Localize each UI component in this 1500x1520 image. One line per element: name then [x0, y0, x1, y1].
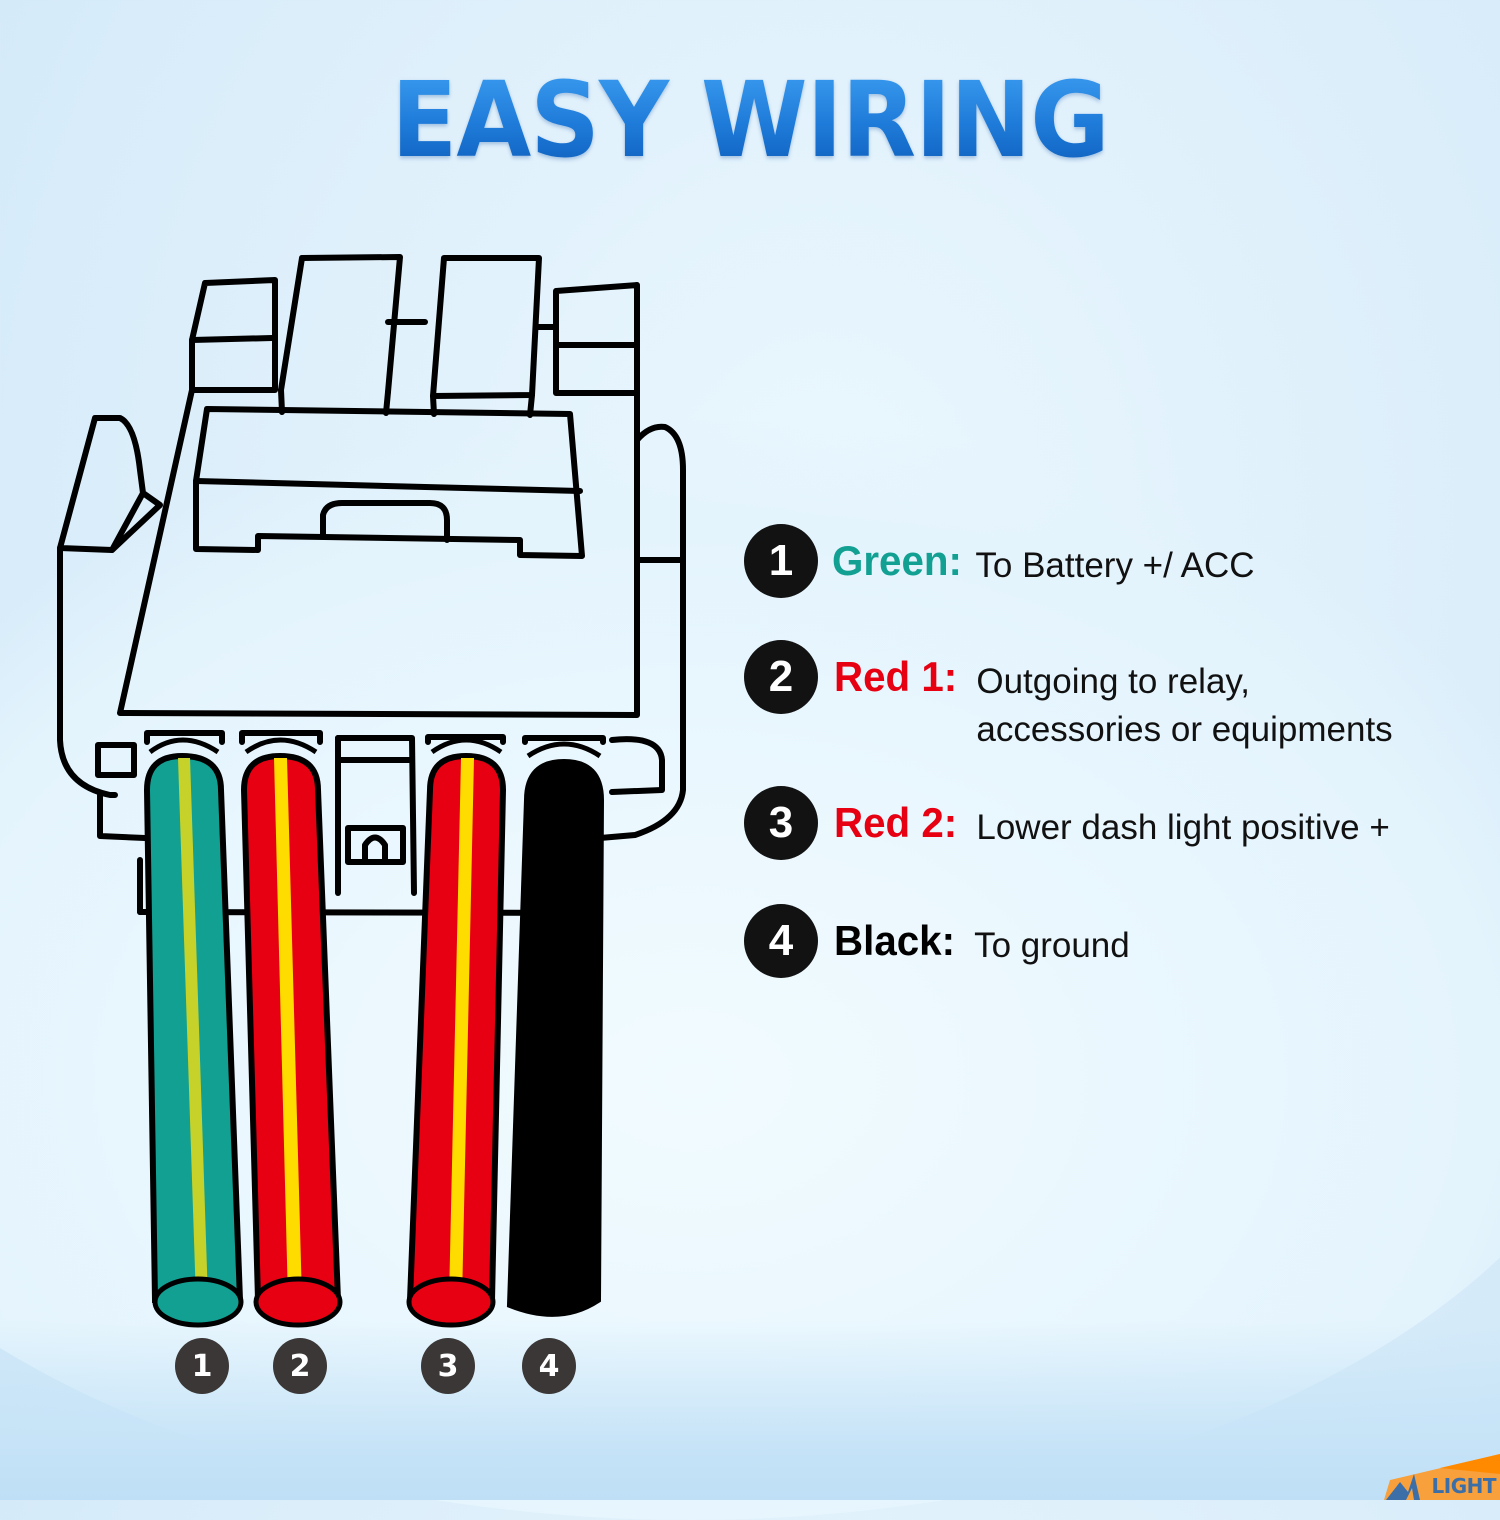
page-title: EASY WIRING: [53, 68, 1448, 172]
wire-number-1: 1: [175, 1338, 229, 1394]
wire-4-black: [506, 741, 605, 1317]
number-badge: 1: [744, 524, 818, 598]
wire-3-red: [406, 737, 507, 1328]
wire-name-label: Red 2:: [834, 799, 958, 846]
legend-item-red-2: 3 Red 2: Lower dash light positive +: [744, 786, 1390, 860]
wire-description: Lower dash light positive +: [976, 808, 1390, 847]
number-badge: 3: [744, 786, 818, 860]
number-badge: 2: [744, 640, 818, 714]
wire-description: Outgoing to relay, accessories or equipm…: [976, 662, 1393, 749]
wire-name-label: Black:: [834, 917, 956, 964]
wire-name-label: Green:: [832, 537, 962, 584]
wire-name-label: Red 1:: [834, 653, 958, 700]
connector-top-tabs: [189, 254, 640, 418]
brand-logo: LIGHT: [1370, 1444, 1500, 1500]
wire-number-3: 3: [421, 1338, 475, 1394]
wire-number-4: 4: [522, 1338, 576, 1394]
wire-description: To Battery +/ ACC: [975, 546, 1255, 585]
wire-2-red: [240, 737, 343, 1328]
wire-number-2: 2: [273, 1338, 327, 1394]
legend-item-green: 1 Green: To Battery +/ ACC: [744, 524, 1255, 598]
legend-item-black: 4 Black: To ground: [744, 904, 1130, 978]
logo-mark-icon: [1384, 1454, 1500, 1500]
wire-1-green: [143, 737, 244, 1328]
number-badge: 4: [744, 904, 818, 978]
wire-description: To ground: [974, 926, 1130, 965]
legend-item-red-1: 2 Red 1: Outgoing to relay, accessories …: [744, 640, 1393, 754]
connector-housing: [57, 387, 686, 916]
